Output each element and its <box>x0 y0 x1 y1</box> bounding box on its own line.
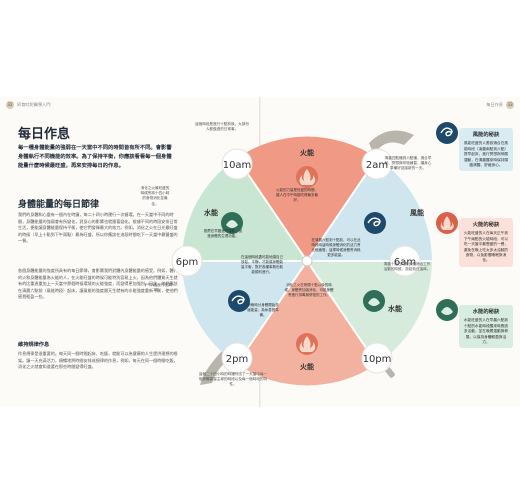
wheel-note-water: 推薦在早晨進行運動，促進身體的生理功能。 <box>203 229 243 238</box>
outer-note-bottom-right: 清晨十點左右是身體適合工作活動的時候，放鬆就在這時。 <box>383 262 431 272</box>
air-emblem-wheel-bottom <box>228 290 250 312</box>
time-label-2pm: 2pm <box>226 354 248 365</box>
tip-box-fire: 火能的秘訣 火能旺盛的人在每天正午到下午兩點的火能時段，可以吃一天當中最豐盛的一… <box>459 218 513 267</box>
time-markers <box>171 148 421 374</box>
outer-note-left: 消化之火最旺盛的時候會將十四小時的食物消化至最佳。 <box>140 186 170 206</box>
daily-cycle-wheel: 10am 2am 6am 10pm 2pm 6pm 火能 火能 風能 水能 水能 <box>171 130 432 386</box>
chapter-title: 每日作息 <box>486 102 503 107</box>
fire-emblem-icon <box>436 212 458 234</box>
wheel-note-air: 在清晨六點到十點前，可以在此時段時這時候身體消化的活力會比較緩慢，這樣時候身體會… <box>311 238 361 257</box>
body-paragraph-1: 我們的身體和心靈有一個內在時鐘，每二十四小時運行一次循環。在一天當中不同的時間，… <box>18 212 178 244</box>
book-title: 阿育吠陀醫學入門 <box>17 102 51 107</box>
wheel-sectors <box>182 136 432 386</box>
air-sector-left-bottom <box>182 261 307 364</box>
tip-text-water: 水能旺盛的人在早晨六點到十點的水能時段醒來時應該多活動，並在晚間運動與伸展，以保… <box>463 318 509 345</box>
outer-note-caption: 這個二十四小時的時鐘列出了一天當中每一個身體能量主導的時段以及每一個時段的特性。 <box>198 372 268 387</box>
water-emblem-wheel <box>221 212 243 234</box>
fire-sector-bottom <box>237 261 377 386</box>
time-label-6am: 6am <box>394 257 416 268</box>
tip-box-air: 風能的秘訣 風能旺盛的人應該適合在風能時段（凌晨兩點到六點）提早起床，進行冥想與… <box>459 128 513 172</box>
energy-label-water-right: 水能 <box>388 304 402 313</box>
energy-label-fire-top: 火能 <box>300 148 314 157</box>
water-emblem-icon <box>436 299 458 321</box>
tip-title-water: 水能的秘訣 <box>472 309 500 315</box>
page-number-left: 32 <box>6 101 14 109</box>
time-label-2am: 2am <box>366 160 388 171</box>
time-label-10am: 10am <box>223 160 252 171</box>
air-emblem-wheel <box>364 212 386 234</box>
time-label-6pm: 6pm <box>176 257 198 268</box>
water-emblem-wheel-right <box>363 290 385 312</box>
tip-title-air: 風能的秘訣 <box>472 132 500 138</box>
tip-text-air: 風能旺盛的人應該適合在風能時段（凌晨兩點到六點）提早起床，進行冥想與伸展運動，在… <box>463 141 509 168</box>
energy-label-air-right: 風能 <box>409 208 424 217</box>
wheel-note-air-left: 傍晚時分身體開始放緩能量，為休息做準備。 <box>247 303 279 317</box>
outer-note-right: 清晨四點鐘到六點鐘，適合早起、冥想與呼吸練習，讓身心準備好迎接新的一天。 <box>384 156 432 171</box>
tip-title-fire: 火能的秘訣 <box>472 222 500 228</box>
lead-paragraph: 每一種身體能量的強弱在一天當中不同的時間皆有所不同。會影響身體執行不同機能的效率… <box>18 145 172 169</box>
energy-label-water-left: 水能 <box>204 208 218 217</box>
air-emblem-icon <box>436 122 458 144</box>
time-label-10pm: 10pm <box>363 354 392 365</box>
running-head-left: 32 阿育吠陀醫學入門 <box>6 101 51 109</box>
subsection-title: 維持規律作息 <box>18 342 50 348</box>
wheel-note-center-left: 在這個時段盡可能地讓自己放鬆、平靜，才能讓身體能量平衡，對於各種事務也較能順利進… <box>241 255 283 274</box>
air-sector-right-top <box>307 158 432 261</box>
wheel-hub <box>301 255 313 267</box>
running-head-right: 每日作息 33 <box>486 101 514 109</box>
wheel-note-fire-top: 火能的力量是旺盛的時間，讓人在中午時能吃得最多最好。 <box>276 188 318 202</box>
water-sector-left-top <box>182 158 307 261</box>
section-title: 身體能量的每日節律 <box>18 200 100 210</box>
tip-box-water: 水能的秘訣 水能旺盛的人在早晨六點到十點的水能時段醒來時應該多活動，並在晚間運動… <box>459 305 513 349</box>
page-number-right: 33 <box>506 101 514 109</box>
subsection-paragraph: 作息規律是很重要的。每天同一個時間起床、吃飯，就能可以為健康的人生提供理想的根架… <box>18 351 178 370</box>
water-sector-right-bottom <box>307 261 432 364</box>
page-title: 每日作息 <box>18 127 71 142</box>
outer-note-top-left: 這個時段是進行十點前後，大部份人都做過的日常事。 <box>195 122 249 132</box>
outer-note-bottom-left: 下午六點到十點時段。 <box>143 283 173 293</box>
tip-text-fire: 火能旺盛的人在每天正午到下午兩點的火能時段，可以吃一天當中最豐盛的一餐，避免在晚… <box>463 231 509 263</box>
fire-sector-top <box>237 136 377 261</box>
wheel-note-fire-bottom: 消化之火在夜間十點以後的時候，身體會加強消化，可能身體會進行排毒與修復的工作。 <box>284 283 334 297</box>
fire-emblem-bottom <box>296 333 318 355</box>
energy-label-fire-bottom: 火能 <box>300 362 314 371</box>
fire-emblem-top <box>296 166 318 188</box>
body-paragraph-2: 各個身體能量的強度所具有的每日節律，會影響我們對體內身體能量的感受。例如，體內的… <box>18 268 178 300</box>
